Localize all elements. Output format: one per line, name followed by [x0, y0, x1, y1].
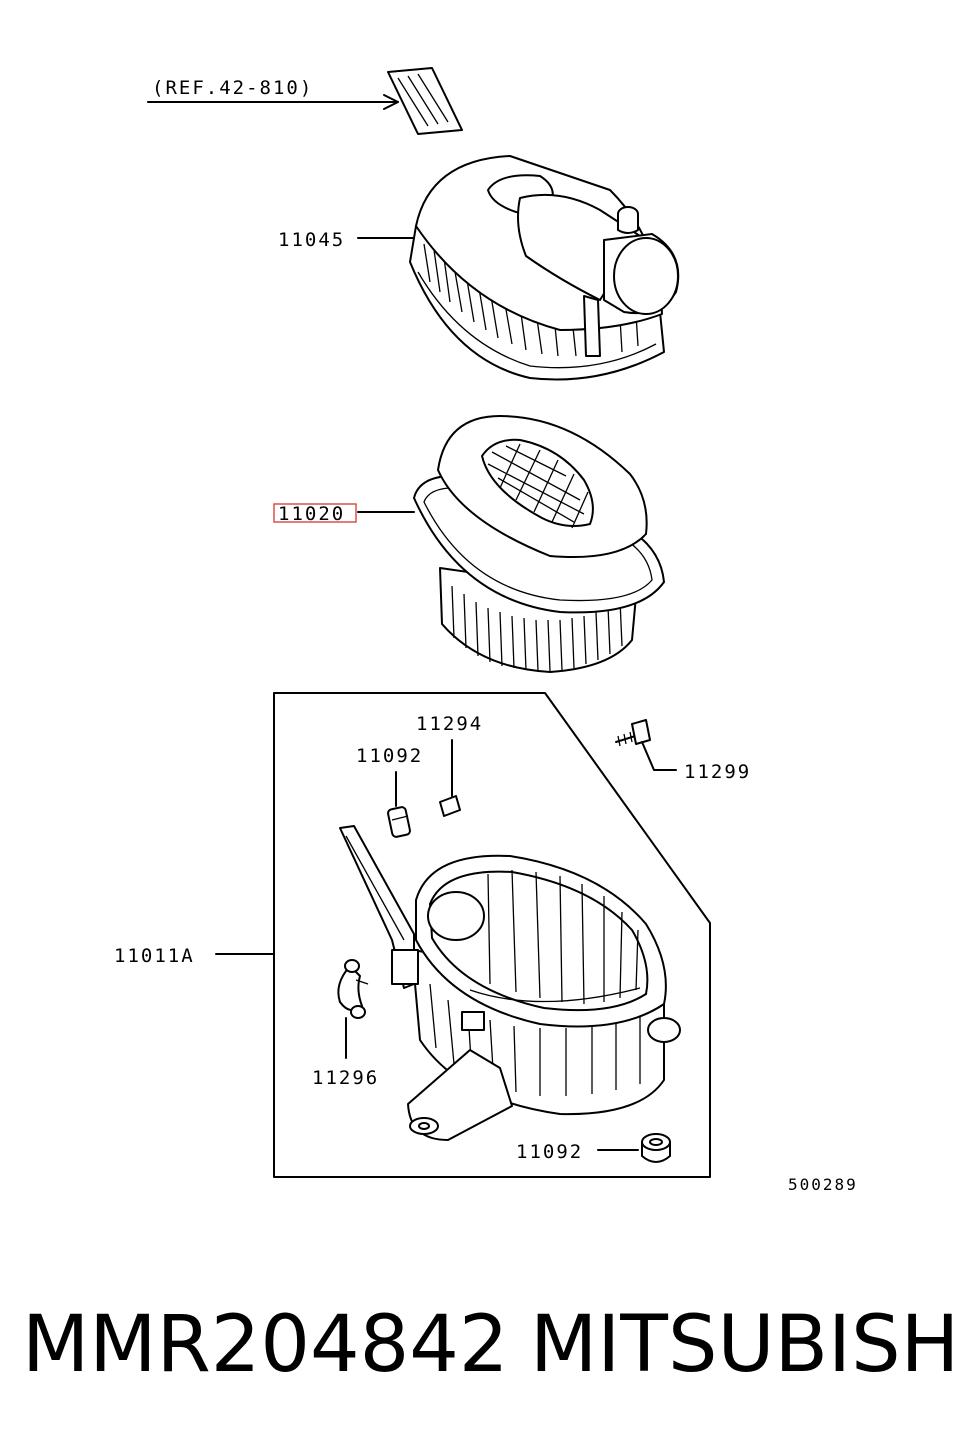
callout-11045: 11045: [278, 229, 345, 251]
highlight-box: [273, 503, 357, 523]
ref-arrow-icon: [147, 94, 399, 110]
air-cleaner-case-icon: [339, 825, 681, 1141]
air-cleaner-cover-icon: [409, 155, 680, 381]
clip-icon: [387, 806, 411, 838]
callout-11011A: 11011A: [114, 945, 195, 967]
callout-11092-top: 11092: [356, 745, 423, 767]
ref-label: (REF.42-810): [152, 77, 313, 99]
diagram-number: 500289: [788, 1175, 858, 1194]
clamp-icon: [337, 959, 369, 1019]
brand-name: MITSUBISHI: [530, 1300, 960, 1390]
callout-11020: 11020: [278, 503, 345, 525]
rubber-grommet-icon: [641, 1133, 671, 1163]
leader-line: [641, 741, 677, 771]
part-number: MMR204842: [22, 1300, 509, 1390]
footer: MMR204842 MITSUBISHI: [0, 1290, 960, 1400]
air-filter-element-icon: [413, 415, 665, 673]
callout-11092-bottom: 11092: [516, 1141, 583, 1163]
callout-11299: 11299: [684, 761, 751, 783]
callout-11294: 11294: [416, 713, 483, 735]
label-sticker-icon: [387, 67, 463, 135]
assembly-group-frame: [273, 692, 711, 1178]
bolt-icon: [615, 719, 651, 747]
grommet-icon: [439, 795, 461, 817]
callout-11296: 11296: [312, 1067, 379, 1089]
